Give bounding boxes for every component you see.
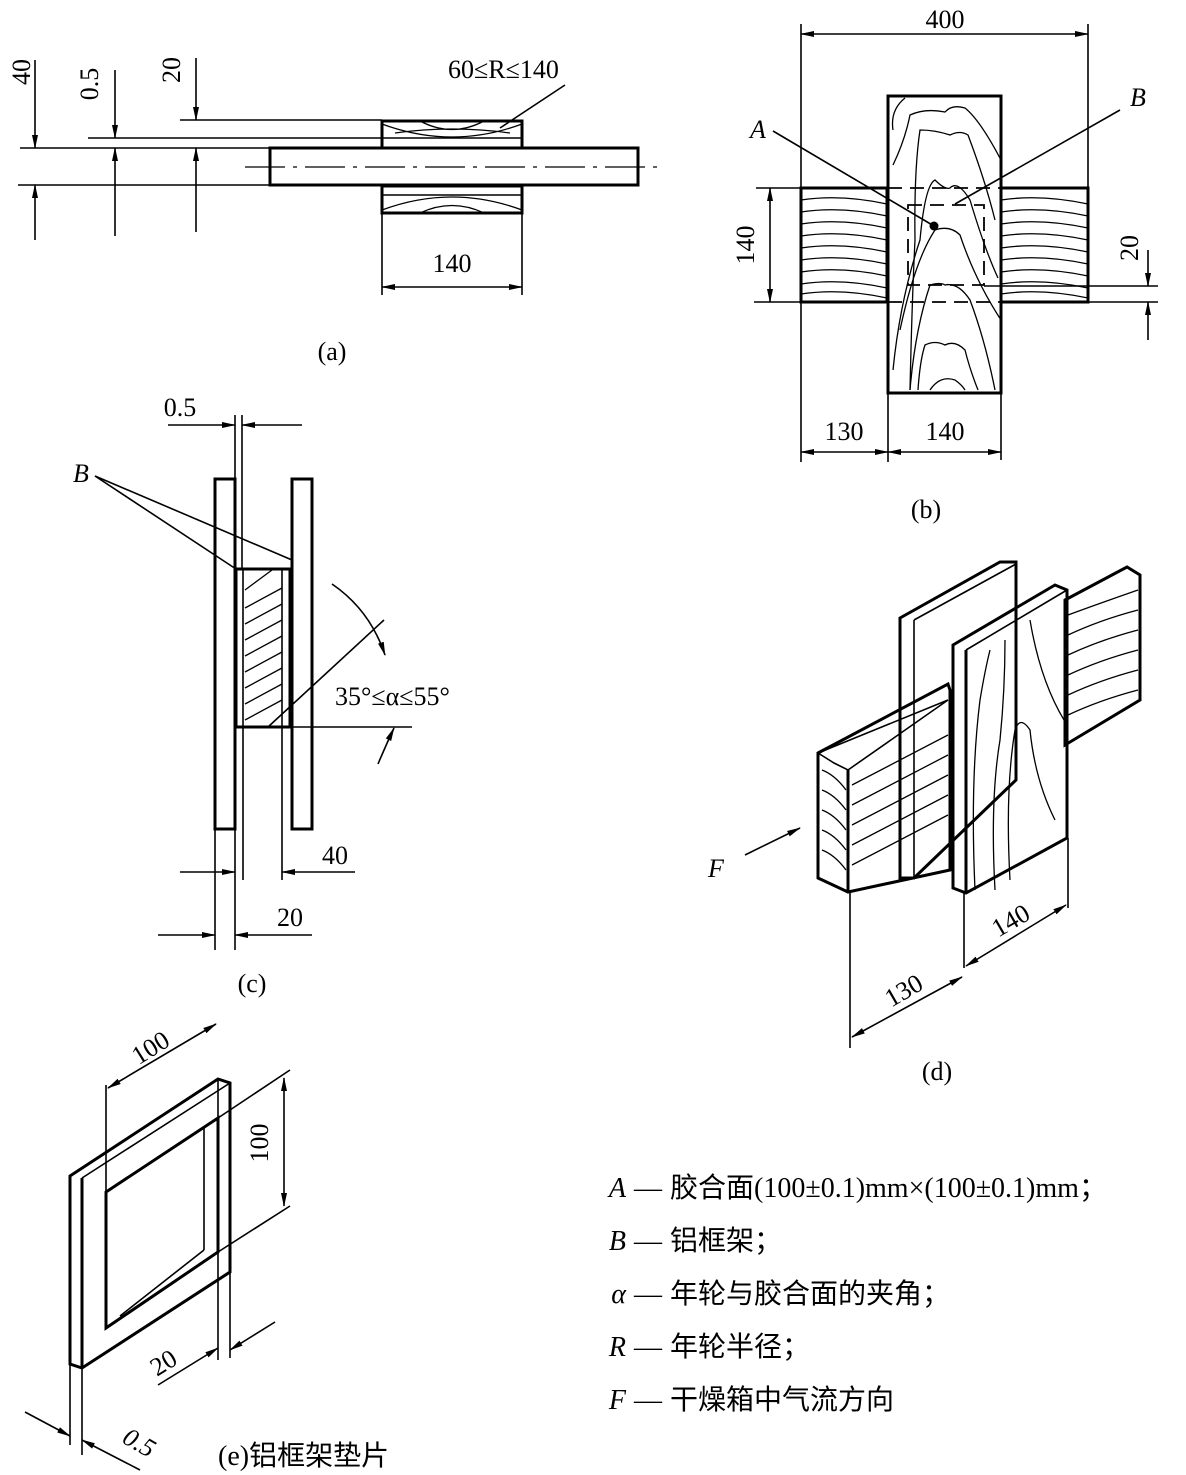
angle-range-label: 35°≤α≤55° [335, 682, 450, 711]
dim-140-center: 140 [926, 417, 965, 446]
legend: A — 胶合面(100±0.1)mm×(100±0.1)mm； B — 铝框架； α — 年… [600, 1162, 1107, 1427]
dim-20-border: 20 [145, 1344, 182, 1382]
legend-symbol: A [608, 1173, 626, 1204]
legend-symbol: α [611, 1279, 626, 1310]
top-block [380, 119, 524, 150]
legend-sep: — [634, 1385, 662, 1416]
dim-140-vertical: 140 [731, 226, 760, 265]
dim-0-5: 0.5 [75, 68, 104, 101]
panel-b: 400 140 20 130 140 A B (b) [731, 5, 1158, 524]
dim-140: 140 [987, 898, 1035, 943]
caption-c: (c) [238, 969, 267, 998]
legend-symbol: R [608, 1332, 626, 1363]
label-A: A [748, 115, 766, 144]
legend-item: F — 干燥箱中气流方向 [600, 1374, 1107, 1427]
dim-20-offset: 20 [1115, 235, 1144, 261]
legend-symbol: F [608, 1385, 626, 1416]
panel-d: F 130 140 (d) [707, 560, 1142, 1086]
dim-100-height: 100 [245, 1124, 274, 1163]
dim-20: 20 [157, 57, 186, 83]
legend-text: 胶合面(100±0.1)mm×(100±0.1)mm； [670, 1173, 1107, 1204]
bottom-block [380, 184, 524, 215]
caption-d: (d) [922, 1057, 952, 1086]
frame-right [290, 477, 314, 831]
caption-e: (e)铝框架垫片 [218, 1441, 390, 1472]
dim-140: 140 [433, 249, 472, 278]
dim-400: 400 [926, 5, 965, 34]
dim-0-5: 0.5 [164, 393, 197, 422]
dim-40: 40 [7, 59, 36, 85]
label-F: F [707, 854, 725, 883]
legend-symbol: B [608, 1226, 626, 1257]
legend-sep: — [634, 1226, 662, 1257]
legend-item: α — 年轮与胶合面的夹角； [600, 1268, 1107, 1321]
label-B: B [73, 459, 89, 488]
dim-0-5-thickness: 0.5 [118, 1422, 161, 1463]
center-block [886, 94, 1003, 395]
dim-130: 130 [825, 417, 864, 446]
legend-sep: — [634, 1332, 662, 1363]
legend-sep: — [634, 1279, 662, 1310]
dim-130: 130 [880, 968, 928, 1013]
dim-20: 20 [277, 903, 303, 932]
legend-sep: — [634, 1173, 662, 1204]
dim-40: 40 [322, 841, 348, 870]
legend-text: 年轮与胶合面的夹角； [670, 1279, 951, 1310]
panel-a: 40 0.5 20 60≤R≤140 140 (a) [7, 55, 660, 366]
legend-text: 干燥箱中气流方向 [670, 1385, 895, 1416]
legend-item: A — 胶合面(100±0.1)mm×(100±0.1)mm； [600, 1162, 1107, 1215]
legend-text: 年轮半径； [670, 1332, 811, 1363]
dim-100-width: 100 [126, 1025, 174, 1070]
label-B: B [1130, 83, 1146, 112]
caption-b: (b) [911, 495, 941, 524]
caption-a: (a) [318, 337, 347, 366]
aluminum-spacer [68, 1077, 232, 1370]
legend-item: B — 铝框架； [600, 1215, 1107, 1268]
legend-item: R — 年轮半径； [600, 1321, 1107, 1374]
legend-text: 铝框架； [670, 1226, 783, 1257]
panel-c: 0.5 40 20 35°≤α≤55° B (c) [73, 393, 450, 998]
radius-range-label: 60≤R≤140 [448, 55, 559, 84]
panel-e: 100 100 20 0.5 [24, 1023, 291, 1471]
glue-area-A [907, 204, 985, 286]
